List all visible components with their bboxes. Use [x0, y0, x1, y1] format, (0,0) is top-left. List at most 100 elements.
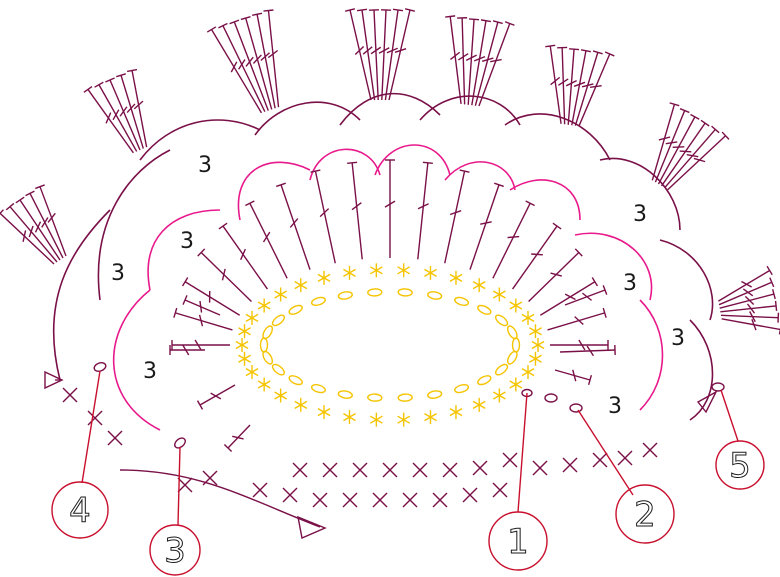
asterisk-stitch	[238, 352, 250, 366]
marker-numbers: 1 2 3 4 5	[69, 446, 751, 571]
tbar-stitch	[721, 312, 778, 323]
asterisk-stitch	[493, 287, 505, 301]
x-stitch	[533, 461, 547, 475]
marker-1-label: 1	[507, 522, 529, 562]
marker-4-label: 4	[69, 491, 91, 531]
tbar-stitch	[445, 170, 470, 263]
tbar-stitch	[224, 425, 250, 451]
chain-oval	[311, 296, 326, 307]
asterisk-stitch	[343, 410, 355, 424]
asterisk-stitch	[450, 271, 462, 285]
x-stitch	[253, 483, 267, 497]
asterisk-stitch	[370, 263, 382, 277]
tbar-stitch	[311, 170, 336, 263]
chain-oval	[506, 325, 519, 341]
chain-oval	[454, 296, 469, 307]
asterisk-stitch	[510, 377, 522, 391]
marker-circles	[52, 441, 764, 575]
tbar-stitch	[720, 301, 776, 313]
tbar-stitch	[550, 340, 608, 350]
chain-oval	[271, 363, 286, 377]
asterisk-stitch	[522, 311, 534, 325]
tbar-stitch	[198, 385, 235, 409]
x-stitch	[413, 463, 427, 477]
asterisk-stitch	[532, 338, 544, 352]
ring-label: 3	[623, 271, 637, 296]
chain-oval	[494, 363, 509, 377]
asterisk-stitch	[473, 278, 485, 292]
chain-oval	[513, 338, 520, 352]
chain-oval	[261, 338, 268, 352]
chain-oval	[311, 383, 326, 394]
chain-oval	[271, 313, 286, 327]
asterisk-stitch	[238, 324, 250, 338]
marker-2-label: 2	[634, 495, 656, 535]
yellow-asterisk-stitches	[236, 263, 544, 426]
ring-label: 3	[633, 202, 647, 227]
chain-oval	[476, 374, 492, 386]
tbar-stitch	[555, 370, 591, 385]
tbar-stitch	[16, 197, 60, 260]
x-stitch	[493, 483, 507, 497]
tbar-stitch	[219, 223, 268, 289]
asterisk-stitch	[398, 413, 410, 427]
asterisk-stitch	[318, 271, 330, 285]
tbar-stitch	[722, 319, 780, 335]
asterisk-stitch	[522, 365, 534, 379]
tbar-stitch	[472, 20, 491, 105]
tbar-stitch	[548, 308, 607, 330]
tbar-stitch	[662, 120, 710, 186]
asterisk-stitch	[473, 398, 485, 412]
ring-label: 3	[198, 153, 212, 178]
x-stitch	[593, 453, 607, 467]
tbar-stitch	[369, 10, 381, 100]
ring-label: 3	[111, 261, 125, 286]
chain-oval	[398, 394, 412, 402]
marker-3-label: 3	[164, 531, 186, 571]
tbar-stitch	[513, 223, 562, 289]
ring-label: 3	[180, 229, 194, 254]
tbar-stitch	[0, 210, 54, 264]
tbar-stitch	[218, 24, 264, 112]
tbar-stitch	[276, 183, 310, 269]
ring-label: 3	[143, 359, 157, 384]
asterisk-stitch	[529, 352, 541, 366]
x-stitch	[343, 493, 357, 507]
tbar-stitch	[457, 18, 468, 105]
x-stitch	[178, 478, 192, 492]
chain-oval	[427, 390, 442, 399]
asterisk-stitch	[236, 338, 248, 352]
x-stitch	[503, 453, 517, 467]
tbar-stitch	[183, 277, 240, 315]
asterisk-stitch	[343, 266, 355, 280]
x-stitch	[353, 463, 367, 477]
x-stitch	[433, 493, 447, 507]
chain-oval	[368, 394, 382, 402]
asterisk-stitch	[510, 299, 522, 313]
chain-oval	[476, 304, 492, 316]
chain-oval	[506, 350, 519, 366]
asterisk-stitch	[295, 278, 307, 292]
asterisk-stitch	[258, 377, 270, 391]
tbar-stitch	[347, 162, 362, 259]
tbar-stitch	[560, 345, 615, 356]
tbar-stitch	[718, 266, 772, 301]
asterisk-stitch	[275, 287, 287, 301]
tbar-stitch	[385, 160, 395, 258]
asterisk-stitch	[370, 413, 382, 427]
x-stitch	[563, 458, 577, 472]
tbar-stitch	[183, 295, 220, 315]
tbar-stitch	[466, 19, 479, 105]
tbar-stitch	[668, 132, 729, 190]
x-stitch	[443, 463, 457, 477]
asterisk-stitch	[450, 405, 462, 419]
chain-oval	[427, 291, 442, 300]
yellow-chain-ovals	[261, 289, 520, 402]
chain-oval	[288, 374, 304, 386]
x-stitch	[473, 461, 487, 475]
tbar-stitch	[470, 183, 504, 269]
tbar-stitch	[172, 340, 230, 350]
tbar-stitch	[418, 162, 433, 259]
x-stitch	[88, 411, 102, 425]
inner-tbar-stitches	[170, 160, 615, 451]
